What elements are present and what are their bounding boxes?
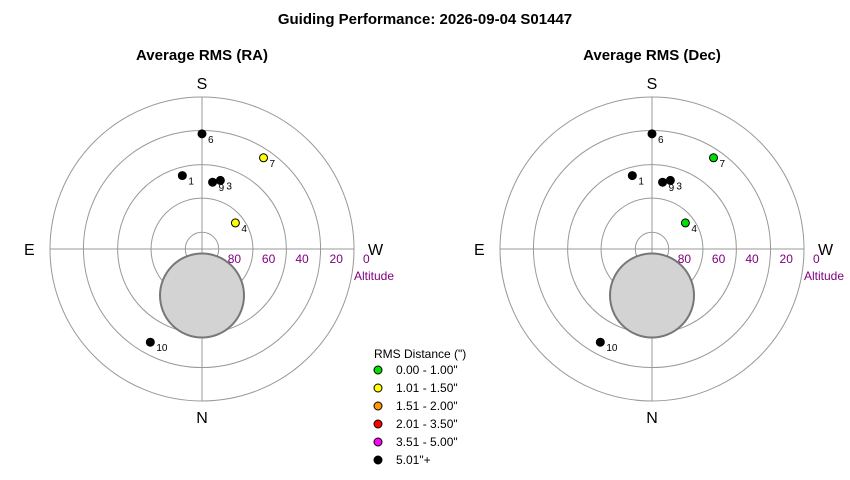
point-label-1: 1 — [188, 177, 194, 188]
point-label-1: 1 — [638, 177, 644, 188]
data-point-9 — [658, 177, 668, 187]
point-label-10: 10 — [606, 343, 618, 354]
legend-item-label: 5.01"+ — [396, 453, 431, 467]
altitude-tick-label: 40 — [745, 252, 759, 266]
data-point-4 — [230, 218, 240, 228]
avoid-zone — [159, 252, 245, 339]
compass-east: E — [24, 242, 35, 259]
legend-item-label: 0.00 - 1.00" — [396, 363, 458, 377]
legend-item-label: 1.51 - 2.00" — [396, 399, 458, 413]
point-label-9: 9 — [669, 183, 675, 194]
altitude-tick-label: 0 — [813, 252, 820, 266]
point-label-3: 3 — [676, 181, 682, 192]
altitude-tick-label: 40 — [295, 252, 309, 266]
data-point-10 — [145, 337, 155, 347]
compass-east: E — [474, 242, 485, 259]
legend-item-label: 2.01 - 3.50" — [396, 417, 458, 431]
point-label-7: 7 — [270, 159, 276, 170]
data-point-7 — [709, 153, 719, 163]
main-title: Guiding Performance: 2026-09-04 S01447 — [278, 11, 572, 28]
plot-title: Average RMS (RA) — [136, 47, 268, 64]
data-point-1 — [177, 171, 187, 181]
avoid-zone — [609, 252, 695, 339]
data-point-9 — [208, 177, 218, 187]
point-label-4: 4 — [691, 224, 697, 235]
altitude-tick-label: 80 — [228, 252, 242, 266]
compass-north: N — [196, 410, 208, 427]
compass-west: W — [368, 242, 384, 259]
legend-swatch — [373, 455, 383, 465]
point-label-3: 3 — [226, 181, 232, 192]
legend-item-label: 3.51 - 5.00" — [396, 435, 458, 449]
altitude-tick-label: 80 — [678, 252, 692, 266]
data-point-6 — [647, 129, 657, 139]
altitude-tick-label: 20 — [780, 252, 794, 266]
legend-swatch — [373, 437, 383, 447]
data-point-10 — [595, 337, 605, 347]
plot-title: Average RMS (Dec) — [583, 47, 721, 64]
legend-swatch — [373, 401, 383, 411]
compass-north: N — [646, 410, 658, 427]
compass-south: S — [197, 76, 208, 93]
point-label-10: 10 — [156, 343, 168, 354]
data-point-4 — [680, 218, 690, 228]
point-label-7: 7 — [720, 159, 726, 170]
compass-west: W — [818, 242, 834, 259]
point-label-4: 4 — [241, 224, 247, 235]
altitude-tick-label: 20 — [330, 252, 344, 266]
legend-item-label: 1.01 - 1.50" — [396, 381, 458, 395]
altitude-tick-label: 0 — [363, 252, 370, 266]
data-point-1 — [627, 171, 637, 181]
data-point-6 — [197, 129, 207, 139]
legend-swatch — [373, 419, 383, 429]
legend: RMS Distance (") 0.00 - 1.00" 1.01 - 1.50"… — [373, 347, 466, 467]
data-point-7 — [259, 153, 269, 163]
legend-swatch — [373, 383, 383, 393]
legend-title: RMS Distance (") — [374, 347, 466, 361]
compass-south: S — [647, 76, 658, 93]
altitude-tick-label: 60 — [262, 252, 276, 266]
legend-swatch — [373, 365, 383, 375]
point-label-6: 6 — [208, 135, 214, 146]
altitude-axis-label: Altitude — [354, 269, 394, 283]
point-label-6: 6 — [658, 135, 664, 146]
altitude-axis-label: Altitude — [804, 269, 844, 283]
point-label-9: 9 — [219, 183, 225, 194]
altitude-tick-label: 60 — [712, 252, 726, 266]
